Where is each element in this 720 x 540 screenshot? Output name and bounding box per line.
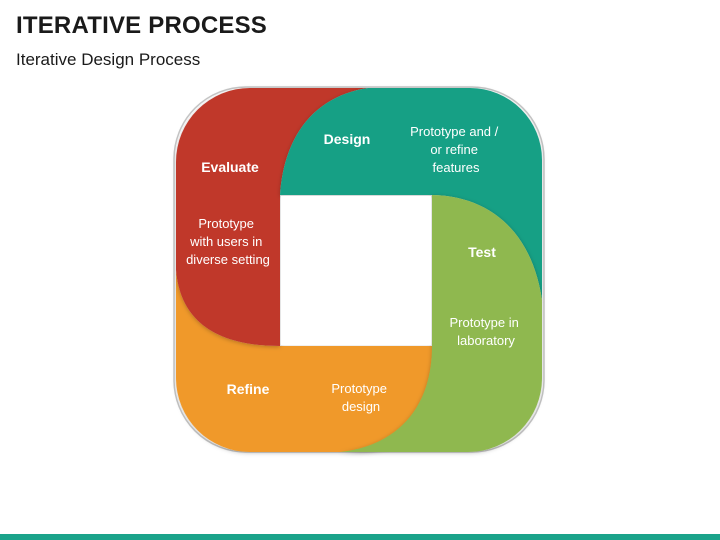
evaluate-description: Prototype with users in diverse setting [186,216,270,267]
test-segment [340,195,542,452]
design-segment [280,88,542,300]
refine-description: Prototype design [331,381,390,414]
bottom-accent-bar [0,534,720,540]
test-label: Test [468,244,496,260]
refine-label: Refine [227,381,270,397]
evaluate-segment [176,88,368,346]
refine-segment [176,270,432,452]
design-description: Prototype and / or refine features [410,124,502,175]
page-subtitle: Iterative Design Process [16,50,201,69]
page-title: ITERATIVE PROCESS [16,12,267,39]
evaluate-label: Evaluate [201,159,259,175]
center-square [281,196,431,345]
design-label: Design [324,131,371,147]
test-description: Prototype in laboratory [450,315,523,348]
